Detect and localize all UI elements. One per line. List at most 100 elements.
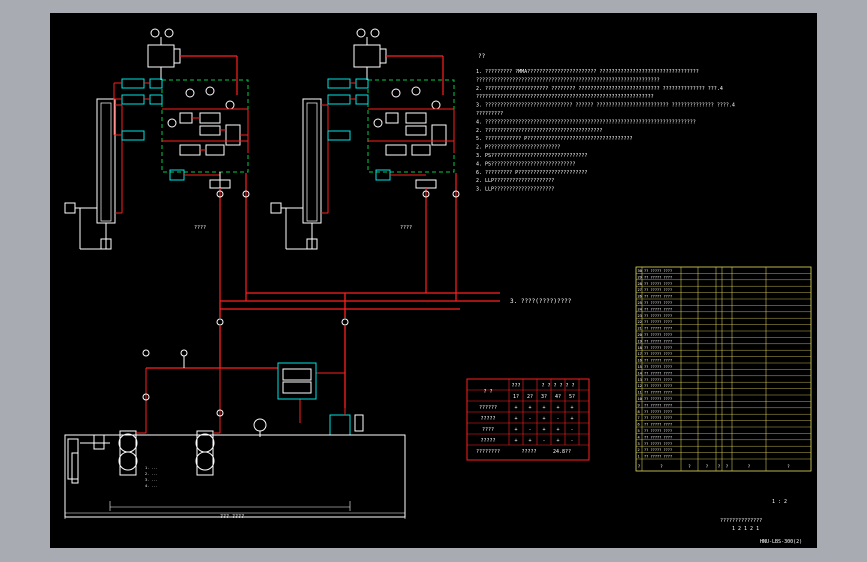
parts-list-index: 10 xyxy=(638,397,642,401)
sheet-number: 1 2 1 2 1 xyxy=(732,526,759,532)
parts-list-row: ?? ????? ???? xyxy=(644,314,672,318)
valve-table-cell: ?????? xyxy=(479,405,497,411)
valve-table-cell: 2? xyxy=(527,394,533,400)
parts-list-row: ?? ????? ???? xyxy=(644,403,672,407)
parts-list-row: ?? ????? ???? xyxy=(644,448,672,452)
valve-table-cell: ? ? xyxy=(483,389,492,395)
svg-text:2. ...: 2. ... xyxy=(145,472,158,476)
drawing-scale: 1 : 2 xyxy=(772,499,787,505)
note-line: 6. ????????? P??????????????????????? xyxy=(476,170,587,176)
note-line: 4. PS???????????????????????????? xyxy=(476,161,575,167)
parts-list-row: ?? ????? ???? xyxy=(644,416,672,420)
valve-table-cell: - xyxy=(528,416,531,422)
valve-table-cell: + xyxy=(542,427,545,433)
parts-list-row: ?? ????? ???? xyxy=(644,346,672,350)
note-line: 1. ????????? ?MMA???????????????????????… xyxy=(476,69,699,75)
valve-table-cell: + xyxy=(514,438,517,444)
parts-list-index: 16 xyxy=(638,359,642,363)
parts-list-index: 26 xyxy=(638,295,642,299)
valve-table-cell: 3? xyxy=(541,394,547,400)
parts-list-index: 22 xyxy=(638,320,642,324)
notes-heading: ?? xyxy=(478,53,486,60)
technical-notes: ?? 1. ????????? ?MMA????????????????????… xyxy=(476,53,735,193)
parts-list-row: ?? ????? ???? xyxy=(644,365,672,369)
note-line: 2. LLP???????????????????? xyxy=(476,178,554,184)
note-line: ????????????????????????????????????????… xyxy=(476,94,654,100)
right-hydraulic-unit xyxy=(270,28,460,301)
valve-table-cell: ??? xyxy=(511,383,520,389)
valve-table-cell: ????? xyxy=(480,438,495,444)
valve-table-cell: + xyxy=(542,416,545,422)
parts-list-index: 5 xyxy=(638,429,640,433)
parts-list-row: ?? ????? ???? xyxy=(644,442,672,446)
parts-list-row: ?? ????? ???? xyxy=(644,435,672,439)
parts-list-index: 17 xyxy=(638,352,642,356)
unit-right-label: ???? xyxy=(400,225,412,231)
note-line: 3. ????????????????????????????? ?????? … xyxy=(476,103,735,109)
valve-table-cell: 1? xyxy=(513,394,519,400)
parts-list-row: ?? ????? ???? xyxy=(644,269,672,273)
parts-list-row: ?? ????? ???? xyxy=(644,378,672,382)
parts-list-index: 15 xyxy=(638,365,642,369)
parts-list-index: 19 xyxy=(638,339,642,343)
parts-list-index: 27 xyxy=(638,288,642,292)
parts-list-row: ?? ????? ???? xyxy=(644,327,672,331)
parts-list-index: 12 xyxy=(638,384,642,388)
parts-list-footer: ? xyxy=(748,464,751,469)
valve-table-cell: 4? xyxy=(555,394,561,400)
valve-table-cell: - xyxy=(542,438,545,444)
parts-list-row: ?? ????? ???? xyxy=(644,275,672,279)
parts-list-row: ?? ????? ???? xyxy=(644,333,672,337)
parts-list-index: 23 xyxy=(638,314,642,318)
title-block: 1 : 2 ?????????????? 1 2 1 2 1 HNU-LBS-3… xyxy=(720,499,802,545)
parts-list-row: ?? ????? ???? xyxy=(644,282,672,286)
parts-list: ?? ????? ????30?? ????? ????29?? ????? ?… xyxy=(635,266,812,472)
parts-list-index: 13 xyxy=(638,378,642,382)
pipe-label: 3. ????(????)???? xyxy=(510,298,572,305)
note-line: ????????????????????????????????????????… xyxy=(476,77,660,83)
valve-table-cell: ???????? xyxy=(476,449,500,455)
note-line: 4. ?????????????????????????????????????… xyxy=(476,119,696,125)
valve-table-cell: - xyxy=(528,427,531,433)
valve-table-cell: + xyxy=(528,438,531,444)
parts-list-index: 7 xyxy=(638,416,640,420)
parts-list-index: 29 xyxy=(638,275,642,279)
note-line: 2. P???????????????????????? xyxy=(476,145,560,151)
valve-table-cell: ????? xyxy=(480,416,495,422)
parts-list-row: ?? ????? ???? xyxy=(644,371,672,375)
parts-list-row: ?? ????? ???? xyxy=(644,288,672,292)
valve-table-cell: + xyxy=(542,405,545,411)
valve-table-cell: + xyxy=(570,405,573,411)
parts-list-row: ?? ????? ???? xyxy=(644,423,672,427)
note-line: 3. PS???????????????????????????????? xyxy=(476,153,587,159)
parts-list-footer: ? xyxy=(660,464,663,469)
parts-list-row: ?? ????? ???? xyxy=(644,391,672,395)
parts-list-index: 21 xyxy=(638,327,642,331)
parts-list-index: 14 xyxy=(638,371,642,375)
valve-table-cell: + xyxy=(528,405,531,411)
parts-list-footer: ? xyxy=(638,464,641,469)
parts-list-index: 2 xyxy=(638,448,640,452)
parts-list-index: 9 xyxy=(638,403,640,407)
svg-text:4. ...: 4. ... xyxy=(145,484,158,488)
svg-text:3. ...: 3. ... xyxy=(145,478,158,482)
parts-list-footer: ? xyxy=(706,464,709,469)
parts-list-index: 28 xyxy=(638,282,642,286)
valve-table-cell: ? ? ? ? ? ? xyxy=(541,383,574,389)
unit-left-label: ???? xyxy=(194,225,206,231)
parts-list-index: 8 xyxy=(638,410,640,414)
parts-list-row: ?? ????? ???? xyxy=(644,455,672,459)
valve-table-cell: ????? xyxy=(521,449,536,455)
parts-list-index: 6 xyxy=(638,423,640,427)
valve-table-cell: ???? xyxy=(482,427,494,433)
parts-list-footer: ? xyxy=(726,464,729,469)
valve-table-cell: - xyxy=(570,427,573,433)
valve-table-cell: 5? xyxy=(569,394,575,400)
valve-table-cell: - xyxy=(556,416,559,422)
parts-list-index: 24 xyxy=(638,307,642,311)
parts-list-index: 20 xyxy=(638,333,642,337)
parts-list-row: ?? ????? ???? xyxy=(644,339,672,343)
parts-list-row: ?? ????? ???? xyxy=(644,359,672,363)
note-line: 2. ?????????????????????????????????????… xyxy=(476,128,602,134)
drawing-number: HNU-LBS-300(2) xyxy=(760,539,802,545)
